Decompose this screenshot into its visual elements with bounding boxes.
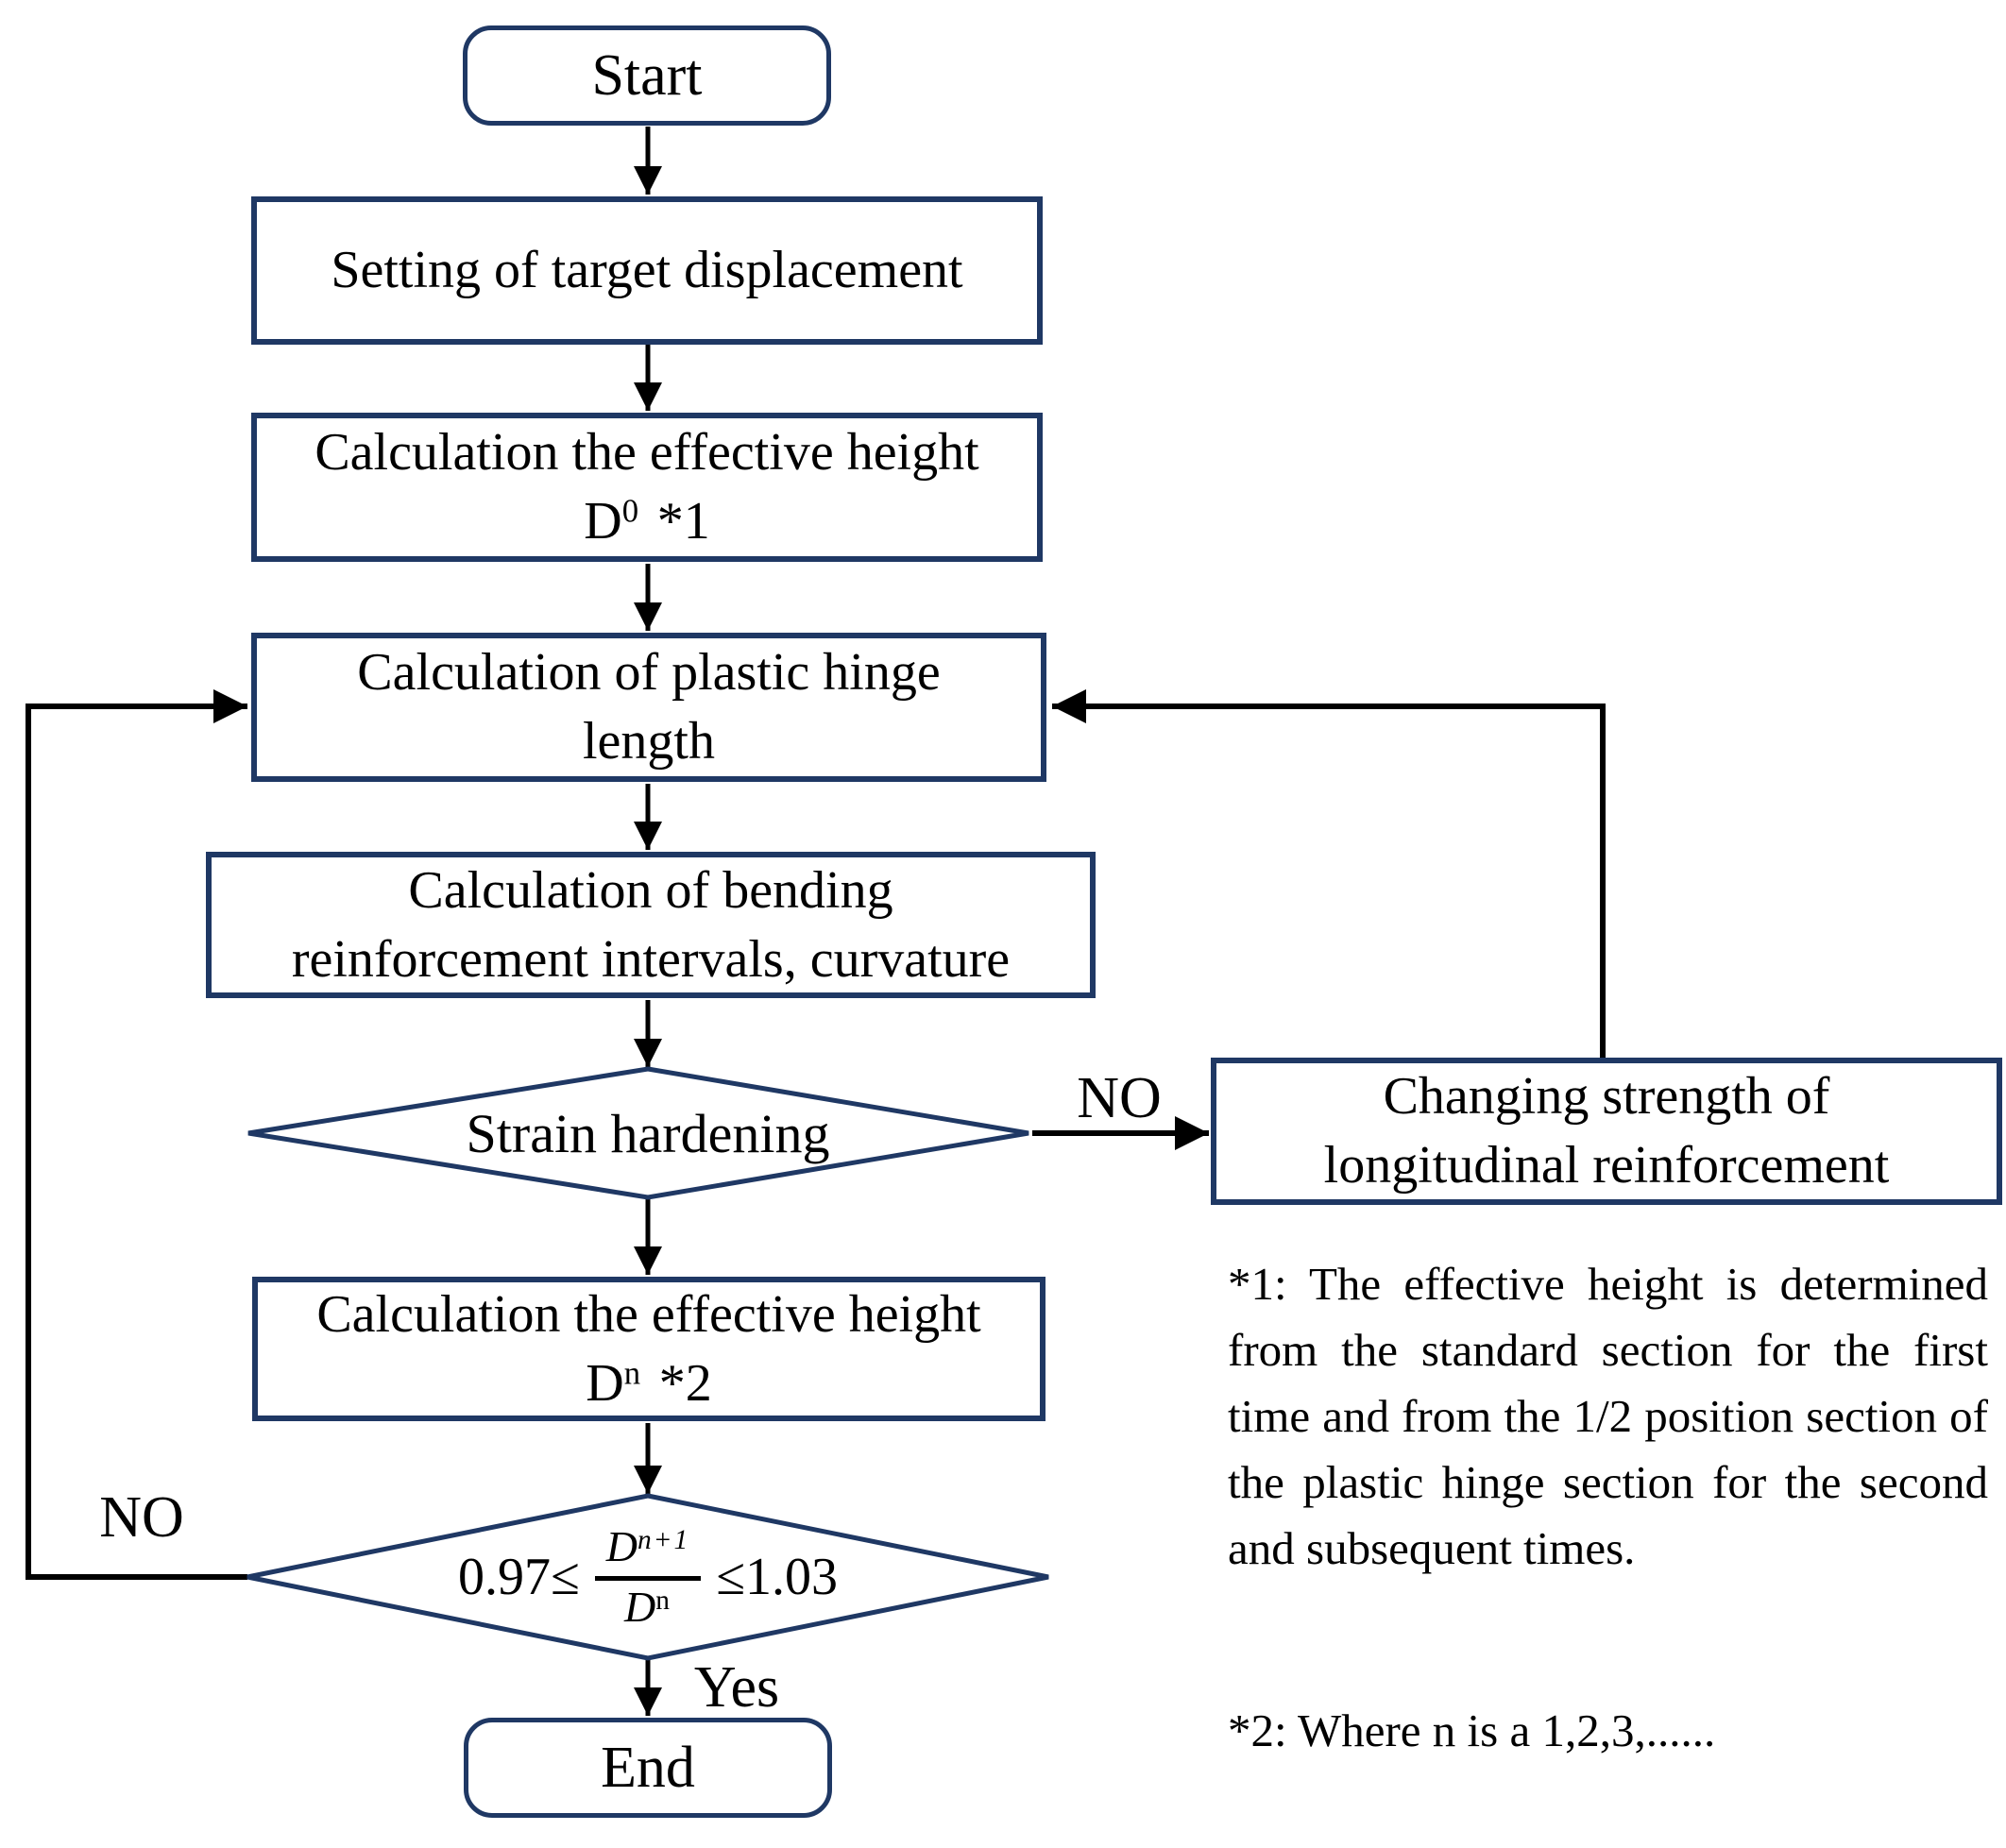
bending-line1: Calculation of bending (408, 860, 893, 920)
convergence-prefix: 0.97≤ (457, 1548, 580, 1606)
changing-strength-line2: longitudinal reinforcement (1323, 1136, 1890, 1195)
convergence-expression: 0.97≤ Dn+1 Dn ≤1.03 (458, 1524, 838, 1630)
bending-line2: reinforcement intervals, curvature (291, 929, 1011, 989)
edge-convergence-no-back-to-plastic-hinge (26, 689, 247, 1580)
calc-dn-symbol: Dn*2 (586, 1353, 712, 1413)
node-calc-bending-reinforcement: Calculation of bending reinforcement int… (206, 852, 1096, 998)
label-no-strain: NO (1077, 1066, 1162, 1130)
label-no-loop: NO (99, 1485, 184, 1550)
start-label: Start (591, 42, 703, 108)
node-calc-plastic-hinge-length: Calculation of plastic hinge length (251, 633, 1046, 782)
fraction-dn1-over-dn: Dn+1 Dn (594, 1524, 702, 1631)
calc-d0-line1: Calculation the effective height (314, 423, 979, 482)
edge-changing-back-to-plastic-hinge (1052, 689, 1606, 1058)
fraction-denominator: Dn (624, 1582, 672, 1631)
node-start: Start (463, 25, 831, 126)
strain-hardening-label: Strain hardening (466, 1102, 830, 1164)
node-calc-effective-height-d0: Calculation the effective height D0*1 (251, 413, 1043, 562)
convergence-suffix: ≤1.03 (716, 1548, 838, 1606)
label-yes: Yes (693, 1655, 780, 1720)
node-changing-strength: Changing strength of longitudinal reinfo… (1211, 1058, 2002, 1205)
decision-convergence-check: 0.97≤ Dn+1 Dn ≤1.03 (317, 1492, 978, 1662)
diamond-strain-hardening-shape (247, 1066, 1029, 1200)
calc-d0-symbol: D0*1 (584, 492, 710, 551)
setting-label: Setting of target displacement (331, 241, 963, 299)
decision-strain-hardening: Strain hardening (317, 1081, 978, 1185)
plastic-hinge-line1: Calculation of plastic hinge (357, 643, 941, 702)
plastic-hinge-line2: length (583, 712, 715, 771)
changing-strength-line1: Changing strength of (1383, 1067, 1830, 1126)
end-label: End (601, 1735, 695, 1800)
calc-dn-line1: Calculation the effective height (316, 1284, 981, 1344)
node-setting-target-displacement: Setting of target displacement (251, 196, 1043, 345)
footnote-1: *1: The effective height is determined f… (1228, 1258, 1988, 1574)
node-end: End (464, 1718, 832, 1818)
fraction-numerator: Dn+1 (594, 1524, 702, 1581)
footnote-2: *2: Where n is a 1,2,3,...... (1228, 1704, 1716, 1756)
node-calc-effective-height-dn: Calculation the effective height Dn*2 (252, 1277, 1046, 1421)
